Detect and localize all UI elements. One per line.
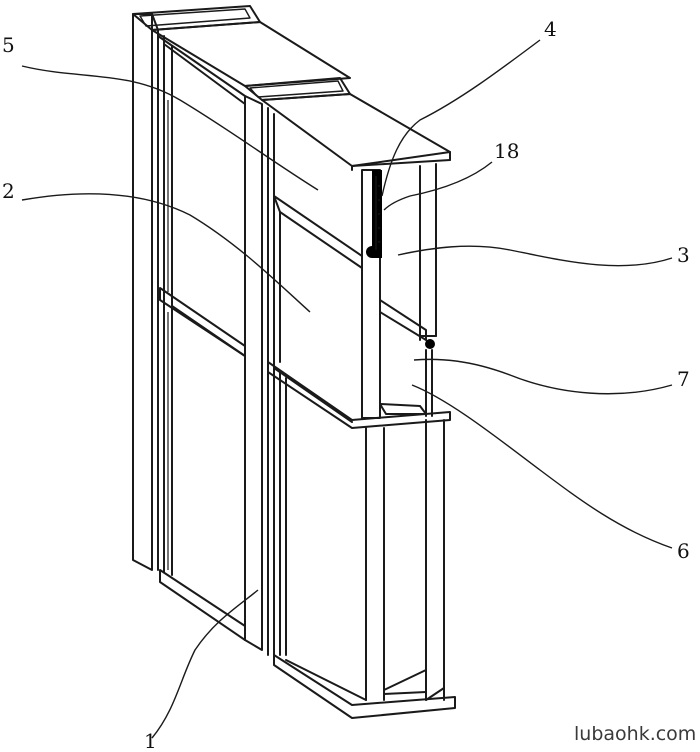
callout-5: 5 xyxy=(2,33,15,57)
callout-1: 1 xyxy=(144,729,157,752)
callouts: 5 2 4 18 3 7 6 1 xyxy=(2,17,690,752)
left-back-post xyxy=(132,13,153,571)
leader-1 xyxy=(151,589,259,739)
left-back-post-inner xyxy=(151,13,159,31)
panel-upper-frame xyxy=(273,195,363,269)
callout-6: 6 xyxy=(677,539,690,563)
frame-structure xyxy=(132,5,456,719)
lug-18 xyxy=(372,170,382,258)
callout-7: 7 xyxy=(677,367,690,391)
leader-6 xyxy=(411,384,673,549)
watermark-text: lubaohk.com xyxy=(574,723,696,745)
leader-18 xyxy=(383,161,493,211)
leader-lines xyxy=(21,39,673,739)
callout-3: 3 xyxy=(677,243,690,267)
leader-3 xyxy=(397,245,673,267)
leader-5 xyxy=(21,65,319,191)
middle-post xyxy=(244,95,263,651)
base-rail xyxy=(273,654,456,719)
mid-rail-right xyxy=(267,361,451,429)
leader-4 xyxy=(381,39,541,197)
callout-18: 18 xyxy=(494,139,519,163)
top-beam xyxy=(151,21,351,87)
callout-2: 2 xyxy=(2,179,15,203)
leader-2 xyxy=(21,193,311,313)
box-7-bottom xyxy=(379,403,427,415)
callout-4: 4 xyxy=(544,17,557,41)
front-top-beam xyxy=(261,93,451,167)
leader-7 xyxy=(413,358,673,395)
bottom-rail-left xyxy=(159,569,246,641)
slider-rail xyxy=(379,299,427,341)
detail-lines xyxy=(167,100,380,570)
